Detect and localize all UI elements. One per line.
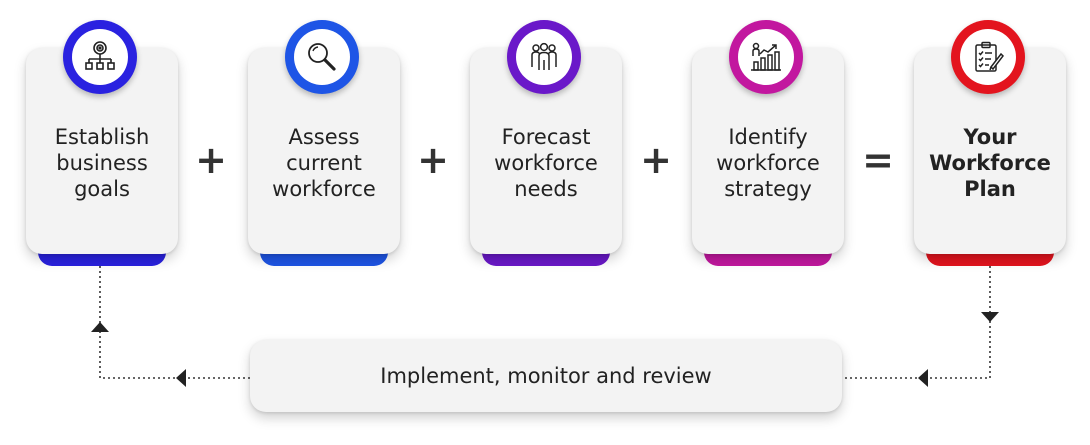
team-group-icon bbox=[531, 42, 557, 70]
step-icon-circle bbox=[63, 20, 137, 94]
arrow-left-icon bbox=[176, 369, 186, 387]
connector-right bbox=[843, 266, 991, 379]
arrow-left-icon bbox=[918, 369, 928, 387]
plus-operator: + bbox=[195, 138, 227, 182]
checklist-icon bbox=[975, 41, 1004, 72]
growth-chart-icon bbox=[751, 42, 781, 71]
plus-operator: + bbox=[640, 138, 672, 182]
plus-operator: + bbox=[417, 138, 449, 182]
goal-hierarchy-icon bbox=[85, 41, 115, 70]
step-card-establish-goals: Establish business goals bbox=[26, 48, 178, 266]
equals-operator: = bbox=[862, 138, 894, 182]
step-icon-circle bbox=[729, 20, 803, 94]
review-label: Implement, monitor and review bbox=[380, 364, 712, 388]
step-icon-circle bbox=[285, 20, 359, 94]
card-body: Establish business goals bbox=[26, 48, 178, 254]
step-icon-circle bbox=[507, 20, 581, 94]
connector-left bbox=[99, 266, 250, 379]
step-label: Identify workforce strategy bbox=[716, 125, 820, 201]
arrow-up-icon bbox=[91, 322, 109, 332]
arrow-down-icon bbox=[981, 312, 999, 322]
step-label: Forecast workforce needs bbox=[494, 125, 598, 201]
step-label: Establish business goals bbox=[54, 125, 150, 201]
magnifier-icon bbox=[308, 43, 336, 71]
step-label: Assess current workforce bbox=[272, 125, 376, 201]
step-label: Your Workforce Plan bbox=[929, 125, 1051, 201]
implement-review-box: Implement, monitor and review bbox=[250, 340, 842, 412]
step-icon-circle bbox=[951, 20, 1025, 94]
